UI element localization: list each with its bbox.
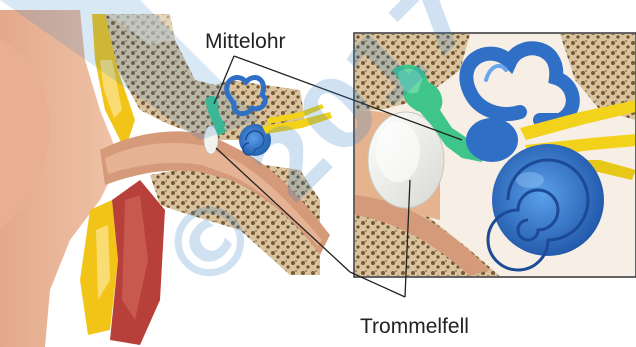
label-trommelfell: Trommelfell xyxy=(360,315,469,338)
label-mittelohr: Mittelohr xyxy=(205,30,286,53)
